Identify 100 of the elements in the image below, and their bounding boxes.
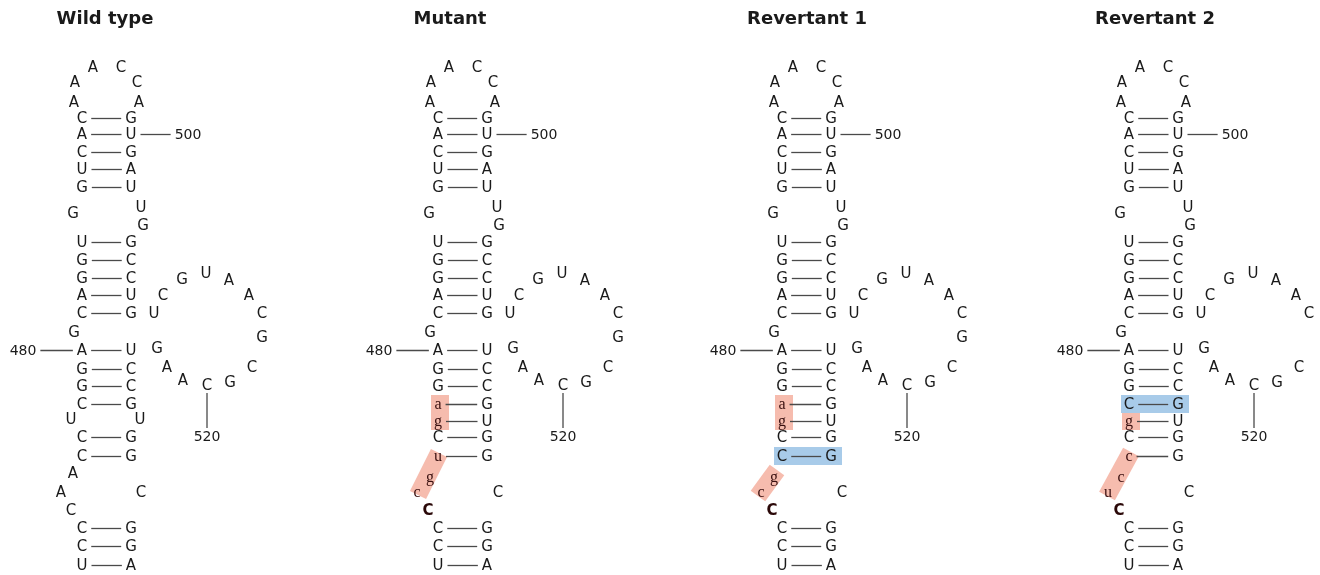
base-pair-line bbox=[1138, 259, 1170, 262]
nucleotide: G bbox=[821, 448, 841, 464]
base-pair-line bbox=[90, 545, 122, 548]
base-pair-line bbox=[1135, 455, 1169, 458]
nucleotide: g bbox=[769, 469, 779, 485]
nucleotide: G bbox=[1168, 305, 1188, 321]
leader-line bbox=[206, 392, 208, 429]
nucleotide: G bbox=[72, 252, 92, 268]
nucleotide: G bbox=[72, 179, 92, 195]
nucleotide: U bbox=[490, 199, 504, 215]
nucleotide: C bbox=[1203, 287, 1217, 303]
base-pair-line bbox=[1137, 403, 1169, 406]
nucleotide: C bbox=[114, 59, 128, 75]
nucleotide: A bbox=[772, 342, 792, 358]
nucleotide: G bbox=[1119, 179, 1139, 195]
nucleotide: A bbox=[1289, 287, 1303, 303]
nucleotide: C bbox=[72, 520, 92, 536]
nucleotide: G bbox=[428, 270, 448, 286]
nucleotide: U bbox=[72, 557, 92, 573]
nucleotide: g bbox=[774, 413, 790, 429]
nucleotide: A bbox=[942, 287, 956, 303]
nucleotide: C bbox=[772, 520, 792, 536]
nucleotide: c bbox=[412, 484, 422, 500]
nucleotide: A bbox=[876, 372, 890, 388]
nucleotide: U bbox=[477, 342, 497, 358]
nucleotide: G bbox=[1168, 110, 1188, 126]
base-pair-line bbox=[790, 117, 822, 120]
base-pair-line bbox=[1137, 349, 1170, 352]
nucleotide: G bbox=[136, 217, 150, 233]
nucleotide: G bbox=[66, 205, 80, 221]
nucleotide: A bbox=[68, 74, 82, 90]
base-pair-line bbox=[791, 259, 823, 262]
position-number: 480 bbox=[705, 342, 741, 358]
nucleotide: G bbox=[821, 305, 841, 321]
nucleotide: U bbox=[72, 161, 92, 177]
base-pair-line bbox=[790, 436, 822, 439]
nucleotide: C bbox=[1119, 429, 1139, 445]
nucleotide: C bbox=[772, 429, 792, 445]
nucleotide: U bbox=[1168, 413, 1188, 429]
nucleotide: U bbox=[134, 199, 148, 215]
base-pair-line bbox=[791, 385, 823, 388]
nucleotide: G bbox=[477, 520, 497, 536]
nucleotide: C bbox=[477, 252, 497, 268]
base-pair-line bbox=[791, 186, 823, 189]
nucleotide: U bbox=[503, 305, 517, 321]
nucleotide: G bbox=[1168, 538, 1188, 554]
base-pair-line bbox=[790, 564, 823, 567]
base-pair-line bbox=[446, 545, 478, 548]
nucleotide: C bbox=[814, 59, 828, 75]
nucleotide: U bbox=[121, 342, 141, 358]
nucleotide: C bbox=[421, 502, 435, 518]
leader-line bbox=[139, 133, 172, 136]
base-pair-line bbox=[790, 294, 823, 297]
nucleotide: C bbox=[1119, 396, 1139, 412]
nucleotide: C bbox=[428, 110, 448, 126]
nucleotide: U bbox=[121, 179, 141, 195]
nucleotide: U bbox=[133, 411, 147, 427]
base-pair-line bbox=[1137, 241, 1169, 244]
nucleotide: G bbox=[121, 396, 141, 412]
nucleotide: a bbox=[774, 396, 790, 412]
base-pair-line bbox=[90, 241, 122, 244]
nucleotide: C bbox=[477, 378, 497, 394]
nucleotide: C bbox=[72, 429, 92, 445]
position-number: 520 bbox=[545, 428, 581, 444]
nucleotide: G bbox=[428, 252, 448, 268]
nucleotide: U bbox=[1168, 342, 1188, 358]
base-pair-line bbox=[1137, 151, 1169, 154]
nucleotide: C bbox=[856, 287, 870, 303]
nucleotide: U bbox=[477, 287, 497, 303]
nucleotide: G bbox=[121, 305, 141, 321]
nucleotide: U bbox=[428, 161, 448, 177]
base-pair-line bbox=[1137, 545, 1169, 548]
nucleotide: A bbox=[768, 74, 782, 90]
nucleotide: C bbox=[470, 59, 484, 75]
nucleotide: C bbox=[428, 429, 448, 445]
nucleotide: C bbox=[428, 144, 448, 160]
nucleotide: C bbox=[1168, 361, 1188, 377]
nucleotide: A bbox=[477, 161, 497, 177]
position-number: 480 bbox=[1052, 342, 1088, 358]
nucleotide: G bbox=[121, 234, 141, 250]
nucleotide: C bbox=[255, 305, 269, 321]
nucleotide: A bbox=[598, 287, 612, 303]
nucleotide: A bbox=[176, 372, 190, 388]
nucleotide: A bbox=[1179, 94, 1193, 110]
nucleotide: G bbox=[772, 378, 792, 394]
base-pair-line bbox=[790, 349, 823, 352]
nucleotide: G bbox=[1222, 271, 1236, 287]
nucleotide: C bbox=[772, 538, 792, 554]
nucleotide: G bbox=[477, 144, 497, 160]
nucleotide: G bbox=[772, 252, 792, 268]
base-pair-line bbox=[446, 294, 479, 297]
nucleotide: C bbox=[121, 378, 141, 394]
leader-line bbox=[1253, 392, 1255, 429]
nucleotide: C bbox=[156, 287, 170, 303]
leader-line bbox=[839, 133, 872, 136]
nucleotide: C bbox=[72, 396, 92, 412]
base-pair-line bbox=[1137, 312, 1169, 315]
nucleotide: A bbox=[860, 359, 874, 375]
nucleotide: C bbox=[428, 305, 448, 321]
base-pair-line bbox=[90, 349, 123, 352]
